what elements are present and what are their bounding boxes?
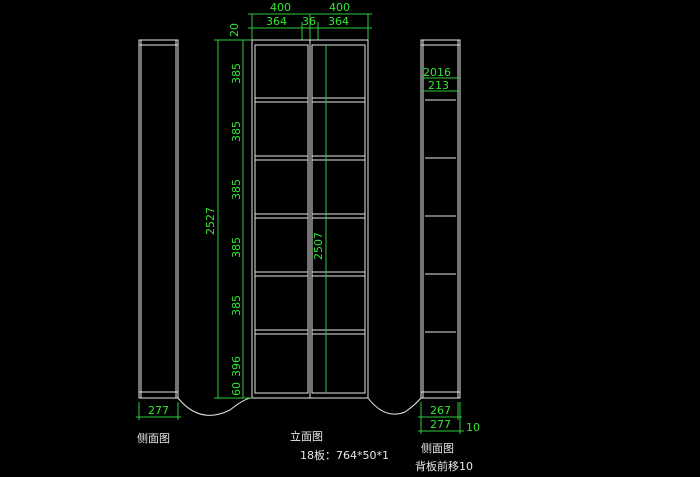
right-door-frame bbox=[311, 44, 366, 394]
right-side-shelves bbox=[425, 99, 456, 333]
left-side-view: 277 侧面图 bbox=[136, 39, 181, 445]
top-gap-dim: 20 bbox=[228, 23, 241, 37]
shelf bbox=[311, 213, 366, 219]
right-bottom-dim-1: 267 bbox=[430, 404, 451, 417]
shelf bbox=[254, 213, 309, 219]
left-side-panel bbox=[138, 39, 179, 399]
shelf bbox=[311, 329, 366, 335]
front-view: 400 400 364 36 364 2527 bbox=[204, 1, 389, 462]
inner-height-dim: 2507 bbox=[312, 232, 325, 260]
top-width-dim: 400 bbox=[329, 1, 350, 14]
shelf bbox=[254, 155, 309, 161]
right-side-panel bbox=[420, 39, 461, 399]
right-side-view: 2016 213 267 277 10 侧面图 背板前移10 bbox=[415, 39, 480, 473]
shelf bbox=[311, 271, 366, 277]
shelf-height-dim: 396 bbox=[230, 356, 243, 377]
base-height-dim: 60 bbox=[230, 382, 243, 396]
shelf-height-dim: 385 bbox=[230, 295, 243, 316]
shelf-height-dim: 385 bbox=[230, 121, 243, 142]
shelf-height-dim: 385 bbox=[230, 63, 243, 84]
door-swing-arc-left bbox=[177, 397, 253, 416]
shelf-height-dim: 385 bbox=[230, 179, 243, 200]
door-swing-arc-right bbox=[367, 397, 422, 415]
board-note: 18板：764*50*1 bbox=[300, 448, 389, 462]
inner-width-dim: 364 bbox=[328, 15, 349, 28]
overall-height-dim: 2527 bbox=[204, 207, 217, 235]
shelf-height-dim: 385 bbox=[230, 237, 243, 258]
backboard-note: 背板前移10 bbox=[415, 459, 473, 473]
shelf bbox=[311, 97, 366, 103]
right-bottom-dim-2: 277 bbox=[430, 418, 451, 431]
left-depth-dim: 277 bbox=[148, 404, 169, 417]
left-door-frame bbox=[254, 44, 309, 394]
right-side-dim: 10 bbox=[466, 421, 480, 434]
shelf bbox=[254, 97, 309, 103]
front-shelves bbox=[254, 97, 366, 335]
right-side-label: 侧面图 bbox=[421, 442, 454, 455]
top-width-dim: 400 bbox=[270, 1, 291, 14]
inner-width-dim: 364 bbox=[266, 15, 287, 28]
shelf bbox=[254, 271, 309, 277]
right-top-dim-2: 213 bbox=[428, 79, 449, 92]
right-top-dim: 2016 bbox=[423, 66, 451, 79]
front-view-label: 立面图 bbox=[290, 429, 323, 443]
shelf bbox=[311, 155, 366, 161]
shelf bbox=[254, 329, 309, 335]
inner-width-dim: 36 bbox=[302, 15, 316, 28]
left-side-label: 侧面图 bbox=[137, 432, 170, 445]
